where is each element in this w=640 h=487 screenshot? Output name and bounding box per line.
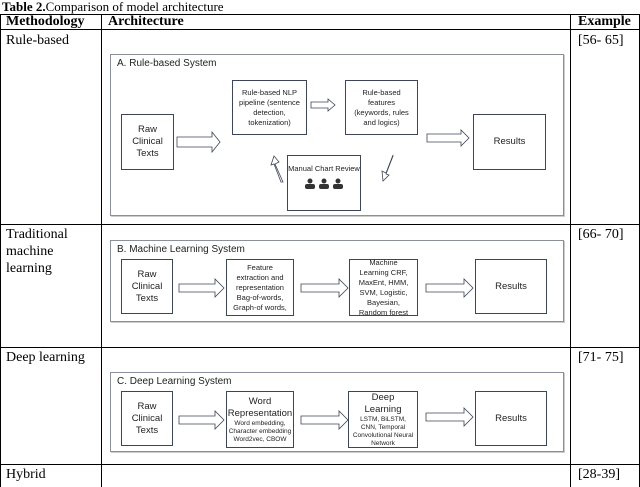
raw-texts-box: Raw Clinical Texts (121, 391, 173, 446)
box-title: Word Representation (227, 395, 293, 419)
review-label: Manual Chart Review (288, 164, 360, 173)
box-title: Deep Learning (364, 391, 402, 415)
divider (0, 29, 640, 30)
raw-texts-box: Raw Clinical Texts (121, 114, 174, 170)
divider (0, 347, 640, 348)
rule-based-diagram: A. Rule-based System Raw Clinical Texts … (110, 54, 564, 216)
arrow-right-icon (178, 407, 474, 430)
word-representation-box: Word Representation Word embedding, Char… (226, 391, 294, 448)
methodology-cell: Deep learning (6, 350, 85, 365)
person-icon (305, 178, 343, 189)
divider (0, 14, 1, 487)
features-box: Rule-based features (keywords, rules and… (345, 80, 418, 135)
arrow-right-icon (178, 278, 474, 298)
example-cell: [66- 70] (578, 227, 624, 242)
results-box: Results (475, 391, 547, 446)
diagram-title: A. Rule-based System (117, 58, 217, 69)
table-caption: Table 2.Comparison of model architecture (2, 0, 224, 14)
deep-learning-box: Deep Learning LSTM, BiLSTM, CNN, Tempora… (348, 391, 418, 448)
diagram-title: C. Deep Learning System (117, 376, 232, 387)
divider (101, 14, 102, 487)
header-example: Example (578, 14, 631, 29)
divider (0, 224, 640, 225)
results-box: Results (475, 259, 547, 314)
manual-review-box: Manual Chart Review (287, 155, 361, 211)
machine-learning-diagram: B. Machine Learning System Raw Clinical … (110, 240, 564, 322)
divider (0, 14, 640, 15)
header-architecture: Architecture (108, 14, 184, 29)
methodology-cell: Rule-based (6, 33, 69, 48)
example-cell: [71- 75] (578, 350, 624, 365)
methodology-cell: Traditional machine learning (6, 227, 68, 276)
divider (0, 464, 640, 465)
feature-extraction-box: Feature extraction and representation Ba… (226, 259, 294, 316)
divider (570, 14, 571, 487)
box-text: Word embedding, Character embedding Word… (228, 419, 292, 443)
nlp-pipeline-box: Rule-based NLP pipeline (sentence detect… (232, 80, 307, 135)
header-methodology: Methodology (6, 14, 85, 29)
deep-learning-diagram: C. Deep Learning System Raw Clinical Tex… (110, 372, 564, 452)
arrow-right-icon (176, 98, 470, 183)
methodology-cell: Hybrid (6, 467, 46, 482)
results-box: Results (473, 114, 546, 170)
ml-box: Machine Learning CRF, MaxEnt, HMM, SVM, … (349, 258, 418, 317)
raw-texts-box: Raw Clinical Texts (121, 259, 173, 314)
example-cell: [56- 65] (578, 33, 624, 48)
diagram-title: B. Machine Learning System (117, 244, 245, 255)
example-cell: [28-39] (578, 467, 620, 482)
box-text: LSTM, BiLSTM, CNN, Temporal Convolutiona… (352, 415, 414, 447)
